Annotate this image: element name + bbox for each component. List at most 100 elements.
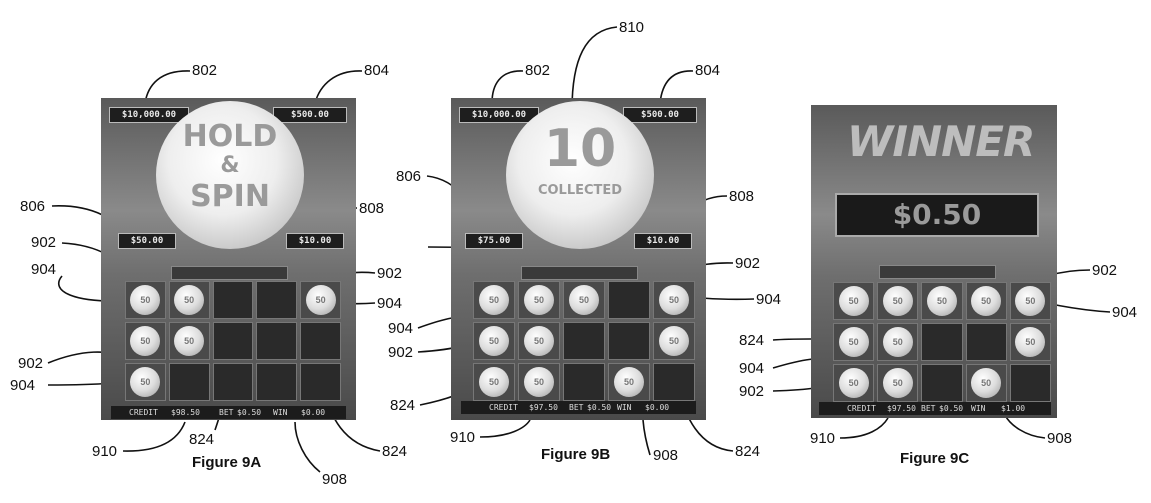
empty-cell [300,322,341,360]
coin-cell: 50 [1009,282,1051,320]
jackpot-meter-806: $50.00 [118,233,176,249]
empty-cell [921,364,963,402]
ref-902-9a-right: 902 [377,265,403,282]
empty-cell [212,322,254,360]
coin-symbol: 50 [838,368,869,398]
ref-824-9a-mid: 824 [189,431,215,448]
coin-symbol: 50 [524,285,554,315]
winner-title: WINNER [847,117,1035,166]
empty-cell [563,322,605,360]
ref-804-9a: 804 [364,62,390,79]
coin-symbol: 50 [614,367,644,397]
coin-symbol: 50 [971,368,1002,398]
ref-904-9a-right: 904 [377,295,403,312]
leader-910-b [479,419,531,438]
ref-904-9c-right: 904 [1112,304,1138,321]
coin-cell: 50 [965,364,1007,402]
coin-cell: 50 [608,363,650,401]
empty-cell [300,363,341,401]
ref-904-9b-right: 904 [756,291,782,308]
jackpot-meter-802: $10,000.00 [459,107,539,123]
ref-908-9b: 908 [653,447,679,464]
ref-804-9b: 804 [695,62,721,79]
coin-cell: 50 [518,322,560,360]
credit-meter-9a: CREDIT $98.50 BET $0.50 WIN $0.00 [111,406,346,419]
leader-910-c [839,417,889,439]
ref-808-9a: 808 [359,200,385,217]
win-value: $1.00 [1001,404,1026,413]
win-amount-box: $0.50 [835,193,1039,237]
reel-grid-9b: 50 50 50 50 50 50 50 50 50 50 [473,281,695,401]
empty-cell [1009,364,1051,402]
leader-908-c [1004,414,1046,439]
ref-824-9a-right: 824 [382,443,408,460]
caption-figure-9a: Figure 9A [192,454,262,471]
coin-cell: 50 [833,282,875,320]
bet-label: BET [219,408,234,417]
credit-label: CREDIT [129,408,158,417]
ref-908-9a: 908 [322,471,348,488]
coin-symbol: 50 [479,326,509,356]
caption-figure-9c: Figure 9C [900,450,970,467]
ref-902-9a-bottom: 902 [18,355,44,372]
coin-cell: 50 [473,363,515,401]
coin-symbol: 50 [1015,327,1046,357]
empty-cell [563,363,605,401]
ref-902-9b-left: 902 [388,344,414,361]
coin-symbol: 50 [569,285,599,315]
credit-meter-9b: CREDIT $97.50 BET $0.50 WIN $0.00 [461,401,696,414]
ref-824-9c: 824 [739,332,765,349]
coin-symbol: 50 [305,285,336,315]
empty-cell [168,363,210,401]
ref-824-9b-right: 824 [735,443,761,460]
coin-symbol: 50 [838,327,869,357]
coin-symbol: 50 [524,326,554,356]
win-label: WIN [617,403,632,412]
coin-symbol: 50 [130,367,161,397]
coin-cell: 50 [473,281,515,319]
jackpot-meter-806: $75.00 [465,233,523,249]
ref-904-9c-left: 904 [739,360,765,377]
coin-cell: 50 [833,323,875,361]
coin-symbol: 50 [971,286,1002,316]
ref-824-9b-left: 824 [390,397,416,414]
ref-908-9c: 908 [1047,430,1073,447]
empty-cell [608,322,650,360]
coin-symbol: 50 [479,285,509,315]
bet-label: BET [921,404,936,413]
bet-value: $0.50 [587,403,612,412]
coin-cell: 50 [653,322,695,360]
coin-cell: 50 [518,363,560,401]
coin-symbol: 50 [659,285,689,315]
empty-cell [921,323,963,361]
coin-cell: 50 [473,322,515,360]
collected-bubble-810: 10 COLLECTED [506,101,654,249]
coin-cell: 50 [125,363,166,401]
coin-symbol: 50 [479,367,509,397]
win-value: $0.00 [645,403,670,412]
ref-902-9c-right: 902 [1092,262,1118,279]
leader-810-b [571,26,618,111]
empty-cell [653,363,695,401]
ref-902-9b-right: 902 [735,255,761,272]
collected-count: 10 [543,119,617,179]
coin-cell: 50 [921,282,963,320]
coin-symbol: 50 [130,326,161,356]
coin-symbol: 50 [838,286,869,316]
jackpot-meter-808: $10.00 [286,233,344,249]
info-banner [879,265,996,279]
credit-label: CREDIT [489,403,518,412]
ref-904-9a-top: 904 [31,261,57,278]
coin-symbol: 50 [882,327,913,357]
coin-cell: 50 [965,282,1007,320]
coin-symbol: 50 [926,286,957,316]
coin-cell: 50 [125,281,166,319]
coin-cell: 50 [563,281,605,319]
coin-symbol: 50 [524,367,554,397]
coin-symbol: 50 [882,286,913,316]
bet-value: $0.50 [237,408,262,417]
coin-cell: 50 [833,364,875,402]
coin-cell: 50 [1009,323,1051,361]
caption-figure-9b: Figure 9B [541,446,611,463]
